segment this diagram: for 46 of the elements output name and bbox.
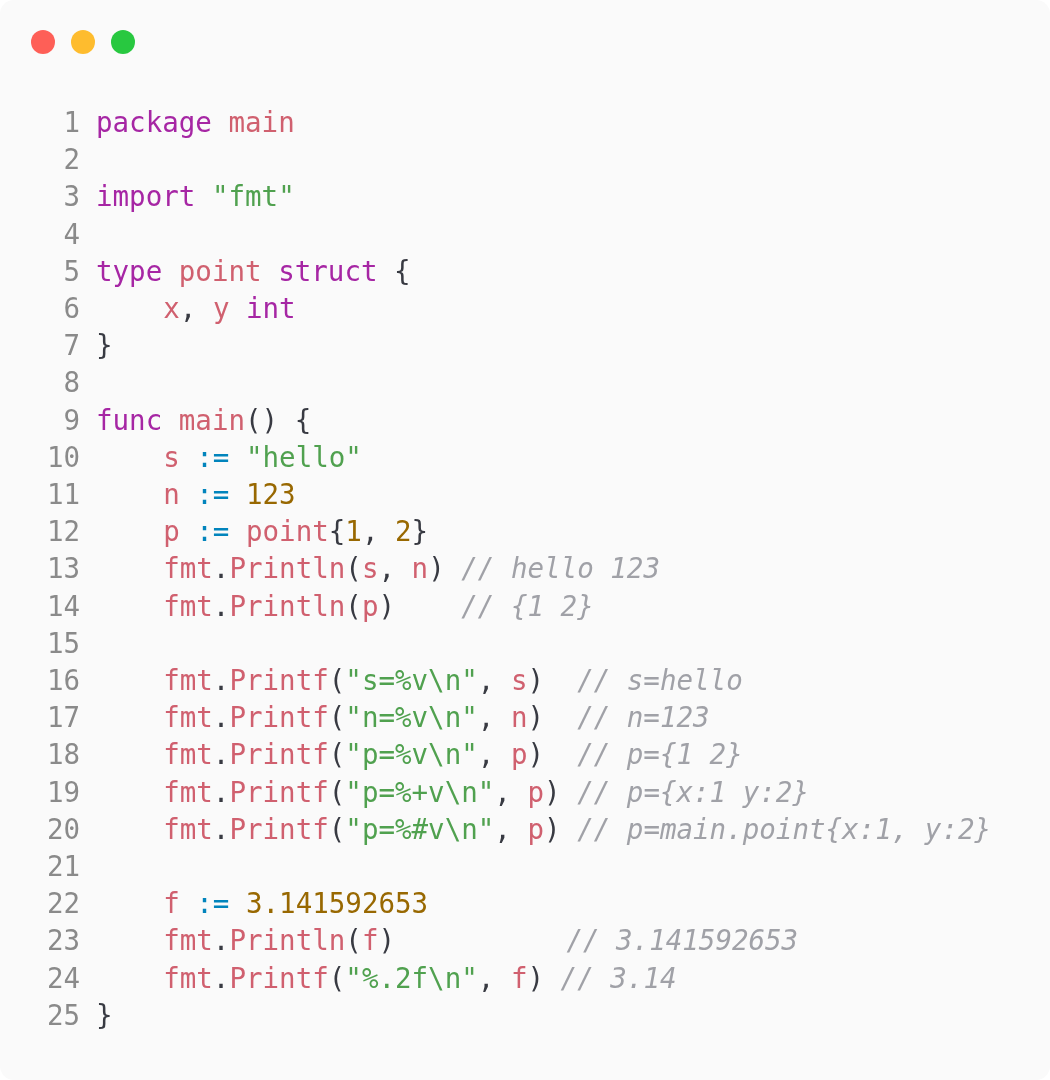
code-line: fmt.Printf("p=%+v\n", p) // p={x:1 y:2} [163,775,809,810]
line-number: 14 [45,589,80,624]
line-number: 3 [62,179,80,214]
code-line: fmt.Printf("p=%v\n", p) // p={1 2} [163,737,743,772]
line-number: 10 [45,440,80,475]
line-number: 4 [62,217,80,252]
code-line: p := point{1, 2} [163,514,429,549]
code-line: func main() { [96,403,312,438]
line-number: 12 [45,514,80,549]
code-line: fmt.Println(s, n) // hello 123 [163,551,660,586]
code-line: s := "hello" [163,440,362,475]
code-line: f := 3.141592653 [163,886,429,921]
code-line: fmt.Printf("s=%v\n", s) // s=hello [163,663,743,698]
line-number: 20 [45,812,80,847]
code-line: package main [96,105,295,140]
code-line: fmt.Printf("%.2f\n", f) // 3.14 [163,961,677,996]
code-line: } [96,998,113,1033]
code-line: x, y int [163,291,296,326]
code-line: fmt.Printf("n=%v\n", n) // n=123 [163,700,710,735]
line-number: 9 [62,403,80,438]
line-number: 18 [45,737,80,772]
line-number: 8 [62,365,80,400]
code-line: fmt.Println(p) // {1 2} [163,589,594,624]
code-line: import "fmt" [96,179,295,214]
line-number: 24 [45,961,80,996]
code-line: fmt.Println(f) [163,923,395,958]
line-number: 25 [45,998,80,1033]
line-number: 15 [45,626,80,661]
code-line: n := 123 [163,477,296,512]
line-number: 21 [45,849,80,884]
line-number: 17 [45,700,80,735]
line-number: 2 [62,142,80,177]
line-number: 22 [45,886,80,921]
line-number: 5 [62,254,80,289]
line-number: 6 [62,291,80,326]
line-number: 11 [45,477,80,512]
line-number: 19 [45,775,80,810]
code-comment: // 3.141592653 [566,923,799,958]
code-line: } [96,328,113,363]
line-number: 13 [45,551,80,586]
code-line: fmt.Printf("p=%#v\n", p) // p=main.point{x:1, y:2} [163,812,992,847]
code-line: type point struct { [96,254,411,289]
line-number: 1 [62,105,80,140]
line-number: 7 [62,328,80,363]
line-number: 23 [45,923,80,958]
line-number: 16 [45,663,80,698]
